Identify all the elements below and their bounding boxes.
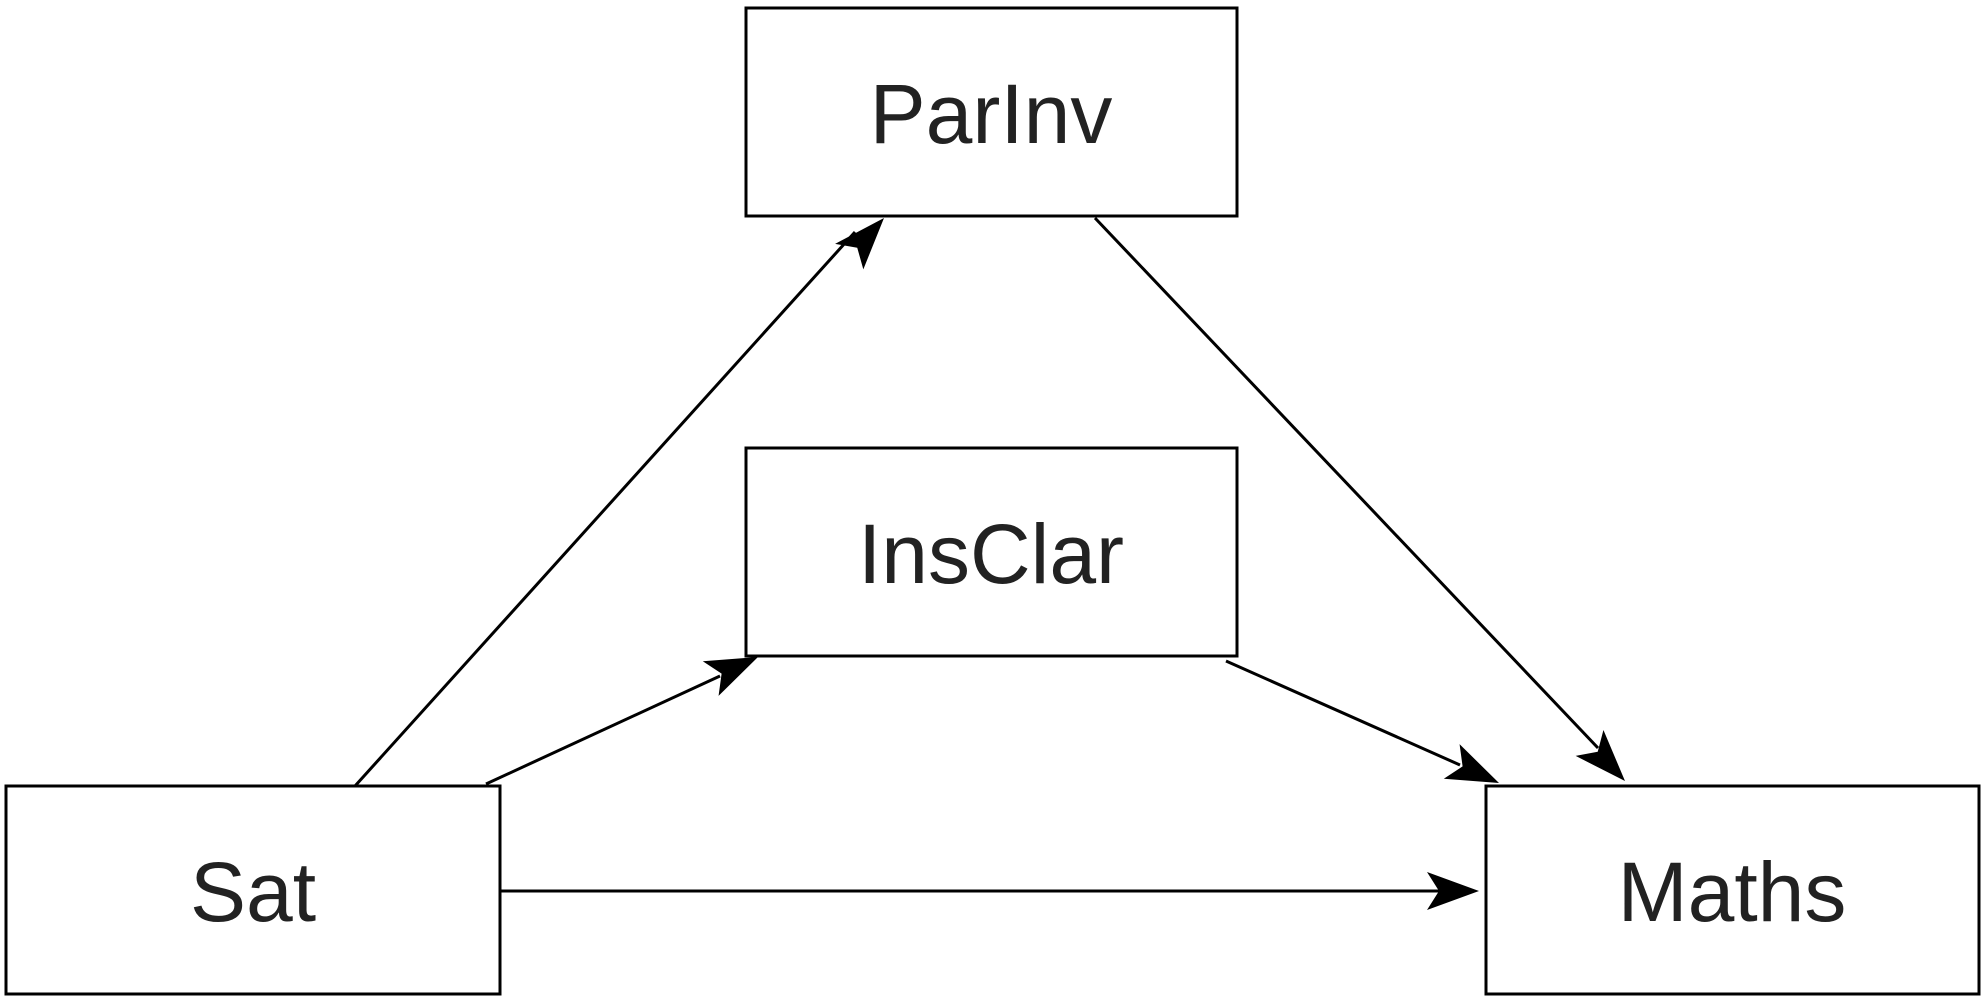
node-sat: Sat (4, 784, 502, 996)
arrowhead-icon (1427, 872, 1479, 910)
arrowhead-icon (1575, 730, 1625, 781)
node-label-sat: Sat (190, 845, 316, 939)
node-parinv: ParInv (744, 6, 1239, 218)
edge-sat-to-insclar (485, 657, 758, 786)
edge-sat-to-parinv (353, 218, 884, 788)
edge-parinv-to-maths (1093, 216, 1625, 781)
arrowhead-icon (702, 657, 758, 696)
node-label-maths: Maths (1618, 845, 1847, 939)
node-label-parinv: ParInv (870, 67, 1113, 161)
edge-sat-to-maths (500, 872, 1479, 910)
node-label-insclar: InsClar (858, 507, 1124, 601)
node-insclar: InsClar (744, 446, 1239, 658)
arrowhead-icon (1443, 744, 1499, 783)
arrowhead-icon (835, 218, 884, 270)
node-maths: Maths (1484, 784, 1981, 996)
edge-insclar-to-maths (1225, 659, 1499, 783)
